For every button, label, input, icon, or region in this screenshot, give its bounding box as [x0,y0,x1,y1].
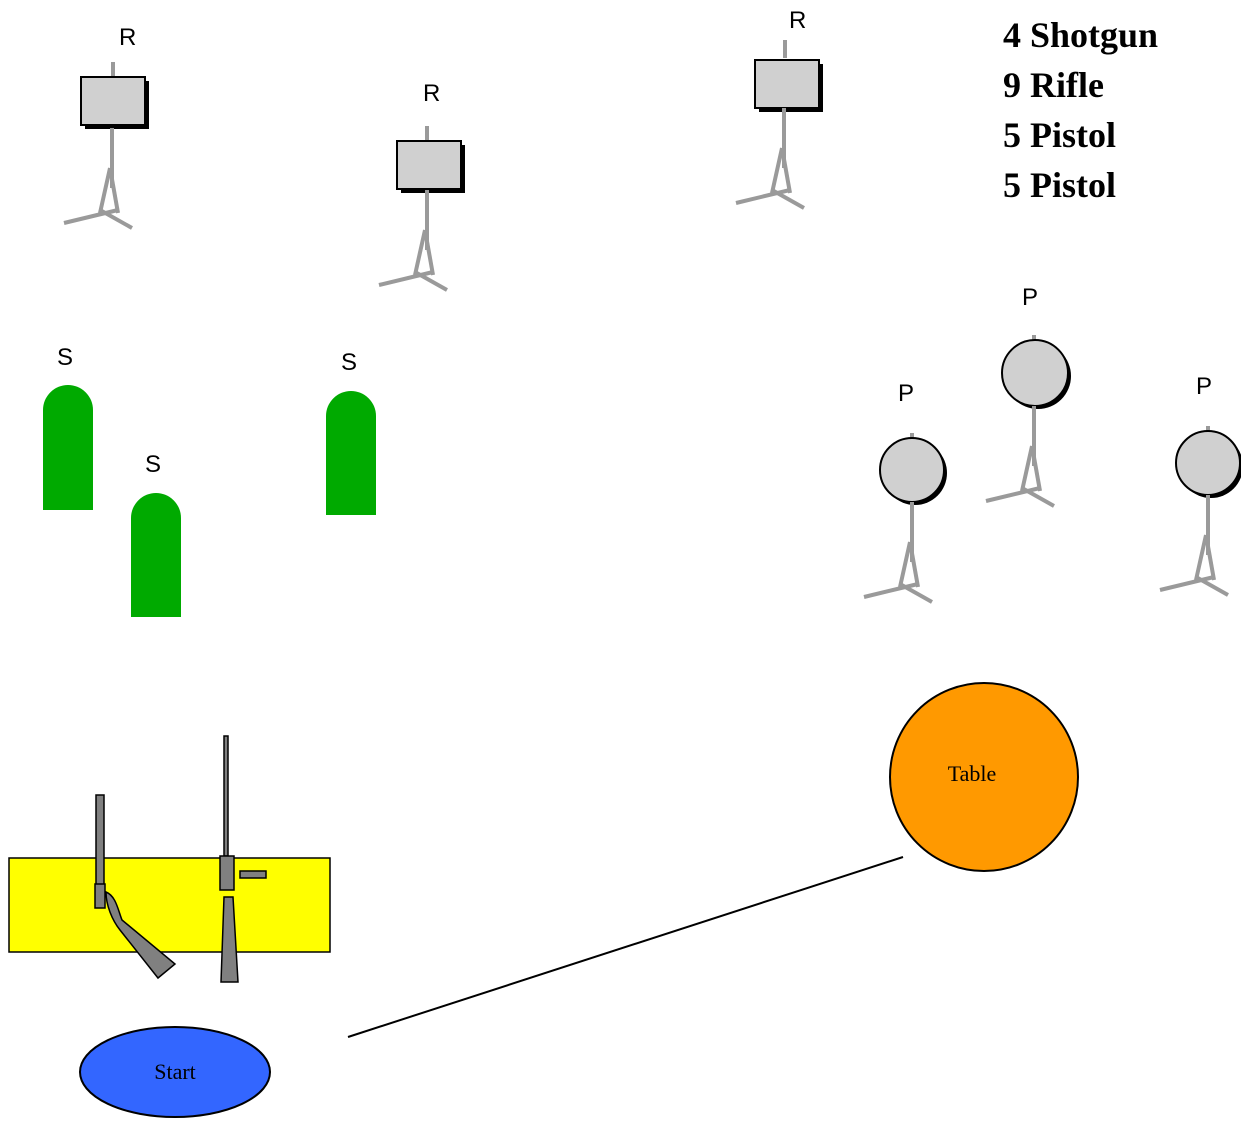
barricade [8,857,331,953]
table [889,682,1079,872]
rifle-target-label: R [119,24,136,51]
shotgun-target-label: S [341,349,357,376]
shotgun-target-label: S [57,344,73,371]
table-label: Table [948,761,997,786]
path-line [347,856,904,1038]
round-count-item: 5 Pistol [1003,165,1116,205]
shotgun-target [326,391,376,515]
pistol-target [1158,426,1241,597]
rifle-target [734,40,823,210]
rifle-target-label: R [423,80,440,107]
staged-rifle-icon [219,735,267,983]
pistol-target-label: P [1022,284,1038,311]
staged-shotgun-icon [94,794,177,980]
round-count-item: 9 Rifle [1003,65,1104,105]
start-label: Start [154,1059,196,1084]
pistol-target [984,335,1071,508]
shotgun-target [43,385,93,510]
round-count-legend: 4 Shotgun 9 Rifle 5 Pistol 5 Pistol [1003,10,1158,210]
shotgun-target [131,493,181,617]
rifle-target-label: R [789,7,806,34]
shotgun-target-label: S [145,451,161,478]
start-box [79,1026,271,1118]
rifle-target [62,62,149,230]
pistol-target [862,433,947,604]
pistol-target-label: P [898,380,914,407]
rifle-target [377,126,465,292]
round-count-item: 5 Pistol [1003,115,1116,155]
round-count-item: 4 Shotgun [1003,15,1159,55]
pistol-target-label: P [1196,373,1212,400]
